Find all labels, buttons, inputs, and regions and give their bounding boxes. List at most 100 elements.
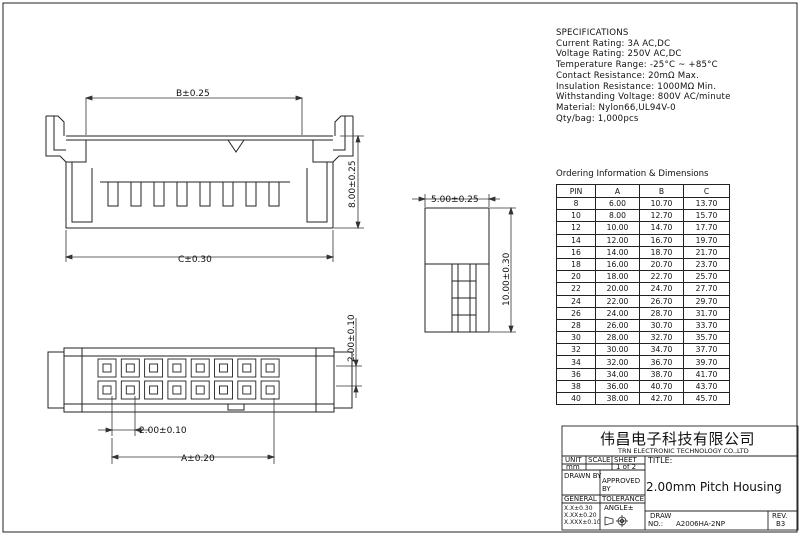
specification-line: Withstanding Voltage: 800V AC/minute [556,92,731,103]
ordering-table-cell: 28.00 [595,331,640,345]
unit-value: mm [566,463,580,471]
ordering-table-cell: 28.70 [639,306,684,320]
tolerance-two-decimal: X.XX±0.20 [564,512,597,519]
title-label: TITLE: [648,456,673,465]
ordering-table-cell: 38 [556,379,596,394]
ordering-table-cell: 19.70 [683,233,730,247]
ordering-table-cell: 17.70 [683,221,730,235]
ordering-table-cell: 26.00 [595,318,640,333]
drawing-number-label: NO.: [648,520,664,528]
dim-c-label: C±0.30 [178,255,212,265]
dim-5-label: 5.00±0.25 [431,195,479,205]
cavity-contact [172,363,182,373]
cavity-contact [102,385,112,395]
ordering-table-cell: 30.00 [595,343,640,357]
ordering-table-cell: 32.70 [639,331,684,345]
cavity-contact [149,385,159,395]
ordering-table-cell: 22.00 [595,294,640,308]
dim-8-label: 8.00±0.25 [348,160,358,208]
company-name-chinese: 伟昌电子科技有限公司 [600,430,756,448]
ordering-table-cell: 36.70 [639,355,684,369]
bottom-view-dimensions [98,318,362,464]
ordering-table-header-cell: B [639,184,684,198]
front-view [45,115,354,229]
ordering-table-cell: 18.00 [595,270,640,284]
ordering-table-cell: 43.70 [683,379,730,394]
ordering-table-cell: 31.70 [683,306,730,320]
draw-label: DRAW [650,512,672,520]
cavity-contact [149,363,159,373]
ordering-table-cell: 20.00 [595,282,640,296]
side-view [424,207,490,333]
ordering-table-cell: 27.70 [683,282,730,296]
specification-line: Contact Resistance: 20mΩ Max. [556,70,700,81]
specification-line: Qty/bag: 1,000pcs [556,113,639,124]
ordering-table-cell: 20.70 [639,257,684,272]
ordering-table-cell: 22.70 [639,270,684,284]
specification-line: Temperature Range: -25°C ~ +85°C [556,60,718,71]
cavity-outline [237,380,257,400]
cavity-outline [214,380,233,400]
specifications-heading: SPECIFICATIONS [556,28,629,38]
cavity-outline [144,380,164,400]
cavity-outline [237,358,257,378]
ordering-table-cell: 15.70 [683,209,730,223]
ordering-table-cell: 12.70 [639,209,684,223]
ordering-table-cell: 16.70 [639,233,684,247]
ordering-table-cell: 22 [556,282,596,296]
cavity-contact [172,385,182,395]
front-view-pins [107,181,280,207]
ordering-table-cell: 28 [556,318,596,333]
cavity-contact [102,363,112,373]
tolerance-three-decimal: X.XXX±0.10 [564,519,601,526]
ordering-table-cell: 8 [556,196,596,211]
ordering-table-cell: 42.70 [639,391,684,406]
cavity-contact [219,363,228,373]
cavity-outline [144,358,164,378]
ordering-table-cell: 12.00 [595,233,640,247]
ordering-table-cell: 39.70 [683,355,730,369]
dim-a-label: A±0.20 [181,454,215,464]
ordering-table-header-cell: A [595,184,640,198]
cavity-outline [190,380,210,400]
cavity-outline [190,358,210,378]
ordering-table-title: Ordering Information & Dimensions [556,169,709,179]
cavity-contact [265,385,275,395]
ordering-table-cell: 36 [556,367,596,381]
dim-2-horizontal-label: 2.00±0.10 [139,426,187,436]
ordering-table-cell: 34 [556,355,596,369]
ordering-table-cell: 30.70 [639,318,684,333]
ordering-table-cell: 24.00 [595,306,640,320]
revision-label: REV. [772,512,788,520]
ordering-table-cell: 36.00 [595,379,640,394]
ordering-table-cell: 38.70 [639,367,684,381]
cavity-outline [214,358,233,378]
ordering-table-cell: 35.70 [683,331,730,345]
title-block-frame [561,425,799,531]
specification-line: Voltage Rating: 250V AC,DC [556,49,682,60]
ordering-table-cell: 33.70 [683,318,730,333]
revision-value: B3 [776,520,786,528]
cavity-contact [265,363,275,373]
ordering-table-cell: 14.00 [595,245,640,259]
ordering-table-cell: 20 [556,270,596,284]
ordering-table-cell: 10.00 [595,221,640,235]
drawing-number: A2006HA-2NP [676,520,725,528]
